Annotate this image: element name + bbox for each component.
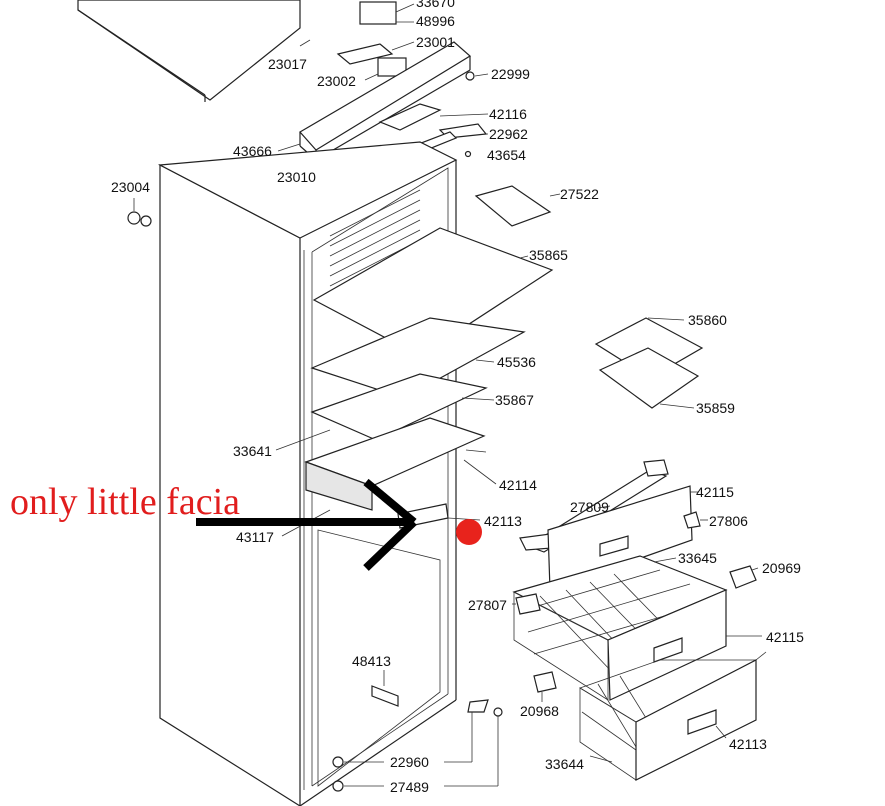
part-label-23001: 23001 — [416, 34, 455, 50]
part-label-45536: 45536 — [497, 354, 536, 370]
part-label-23010: 23010 — [277, 169, 316, 185]
part-label-42113-lower: 42113 — [729, 736, 767, 752]
foot-48413 — [371, 685, 399, 707]
annotation-arrow — [196, 478, 417, 571]
screw-27489 — [493, 707, 503, 717]
clip-20968 — [533, 671, 557, 693]
part-label-33645: 33645 — [678, 550, 717, 566]
bracket-22960 — [467, 699, 489, 713]
part-label-43654: 43654 — [487, 147, 526, 163]
part-label-42113-facia: 42113 — [484, 513, 522, 529]
part-label-22960: 22960 — [390, 754, 429, 770]
lamp-holder — [378, 103, 442, 131]
evaporator-coil — [329, 189, 421, 287]
part-label-42115-top: 42115 — [696, 484, 734, 500]
adjustable-foot-27489 — [332, 780, 344, 792]
part-label-23017: 23017 — [268, 56, 307, 72]
part-label-27489: 27489 — [390, 779, 429, 795]
part-label-27807: 27807 — [468, 597, 507, 613]
part-label-35860: 35860 — [688, 312, 727, 328]
part-label-48996: 48996 — [416, 13, 455, 29]
rail-clip-27806 — [683, 511, 701, 529]
adjustable-foot-22960 — [332, 756, 344, 768]
part-label-42116: 42116 — [489, 106, 527, 122]
part-label-22962: 22962 — [489, 126, 528, 142]
glass-shelf-35867 — [310, 373, 488, 441]
bottle-rack — [310, 317, 526, 399]
part-label-33644: 33644 — [545, 756, 584, 772]
annotation-note: only little facia — [10, 481, 241, 523]
part-label-42114: 42114 — [499, 477, 537, 493]
part-label-42115-bottom: 42115 — [766, 629, 804, 645]
part-label-35859: 35859 — [696, 400, 735, 416]
butter-dish-35859 — [598, 347, 700, 409]
top-lid-edge — [77, 9, 206, 96]
part-label-20969: 20969 — [762, 560, 801, 576]
part-label-43666: 43666 — [233, 143, 272, 159]
part-label-27522: 27522 — [560, 186, 599, 202]
hinge-pin-23004 — [127, 211, 141, 225]
control-board — [336, 43, 394, 65]
part-label-23004: 23004 — [111, 179, 150, 195]
part-label-33641: 33641 — [233, 443, 272, 459]
thermostat-housing — [359, 1, 397, 25]
part-label-20968: 20968 — [520, 703, 559, 719]
part-label-33670: 33670 — [416, 0, 455, 10]
clip-20969 — [729, 565, 757, 589]
part-label-27809: 27809 — [570, 499, 609, 515]
part-label-48413: 48413 — [352, 653, 391, 669]
part-label-23002: 23002 — [317, 73, 356, 89]
screw-43654 — [464, 150, 472, 158]
screw-22999 — [465, 71, 475, 81]
part-label-22999: 22999 — [491, 66, 530, 82]
part-label-43117: 43117 — [236, 529, 274, 545]
annotation-marker-dot — [456, 519, 482, 545]
ice-tray — [474, 185, 552, 227]
rail-27807 — [515, 593, 541, 615]
top-lid-panel — [77, 0, 301, 101]
connector-block — [377, 57, 407, 77]
part-label-35867: 35867 — [495, 392, 534, 408]
part-label-27806: 27806 — [709, 513, 748, 529]
part-label-35865: 35865 — [529, 247, 568, 263]
